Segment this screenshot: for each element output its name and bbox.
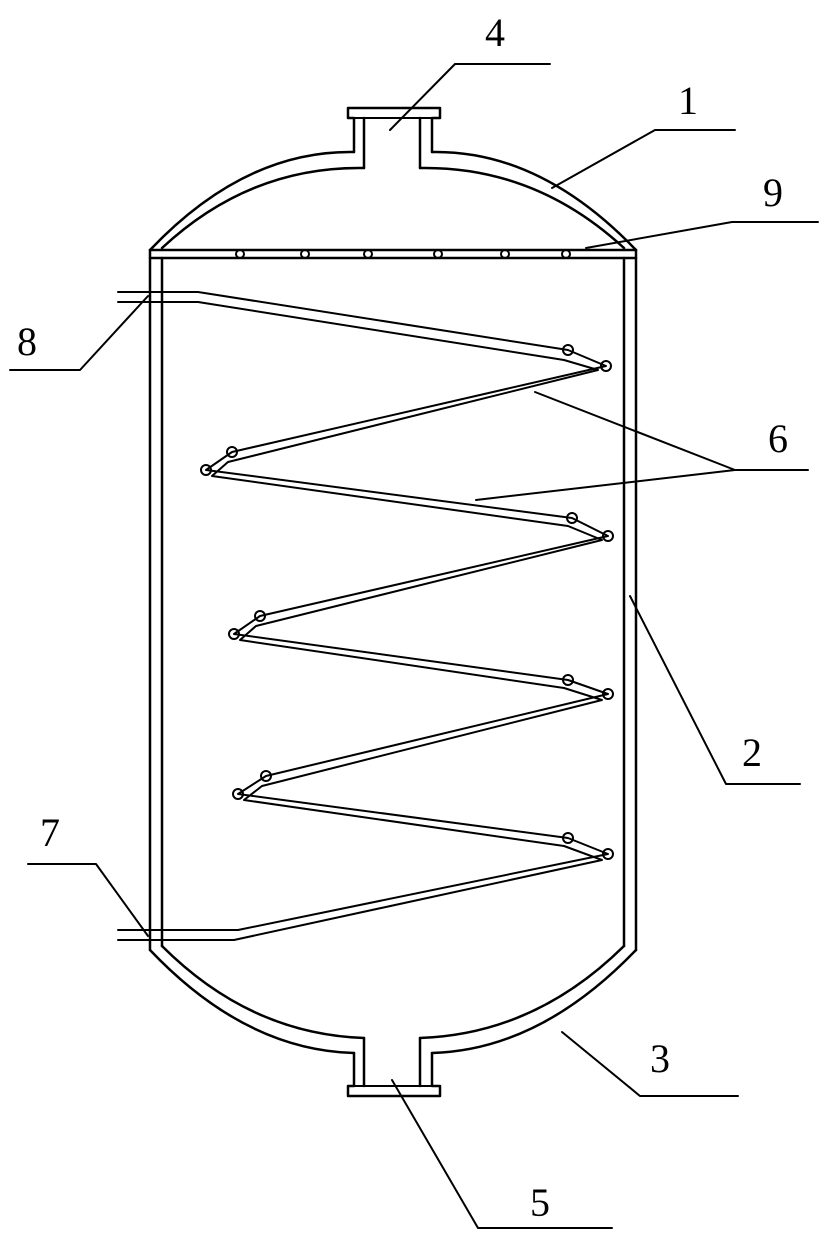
top-head <box>148 150 638 252</box>
label-coil: 6 <box>768 416 788 461</box>
label-coil-outlet: 8 <box>17 319 37 364</box>
reference-numerals: 4 1 9 8 6 2 7 3 5 <box>17 10 788 1225</box>
heating-coil <box>117 291 614 941</box>
vessel-shell <box>148 248 638 952</box>
bottom-nozzle <box>346 1036 442 1098</box>
distributor-pipe <box>148 249 638 260</box>
label-bottom-nozzle: 5 <box>530 1180 550 1225</box>
label-bottom-head: 3 <box>650 1036 670 1081</box>
label-coil-inlet: 7 <box>40 810 60 855</box>
leader-lines <box>9 63 819 1229</box>
label-top-head: 1 <box>678 78 698 123</box>
top-nozzle <box>346 106 442 170</box>
label-shell: 2 <box>742 730 762 775</box>
bottom-head <box>148 944 638 1055</box>
label-top-nozzle: 4 <box>485 10 505 55</box>
label-distributor: 9 <box>763 170 783 215</box>
